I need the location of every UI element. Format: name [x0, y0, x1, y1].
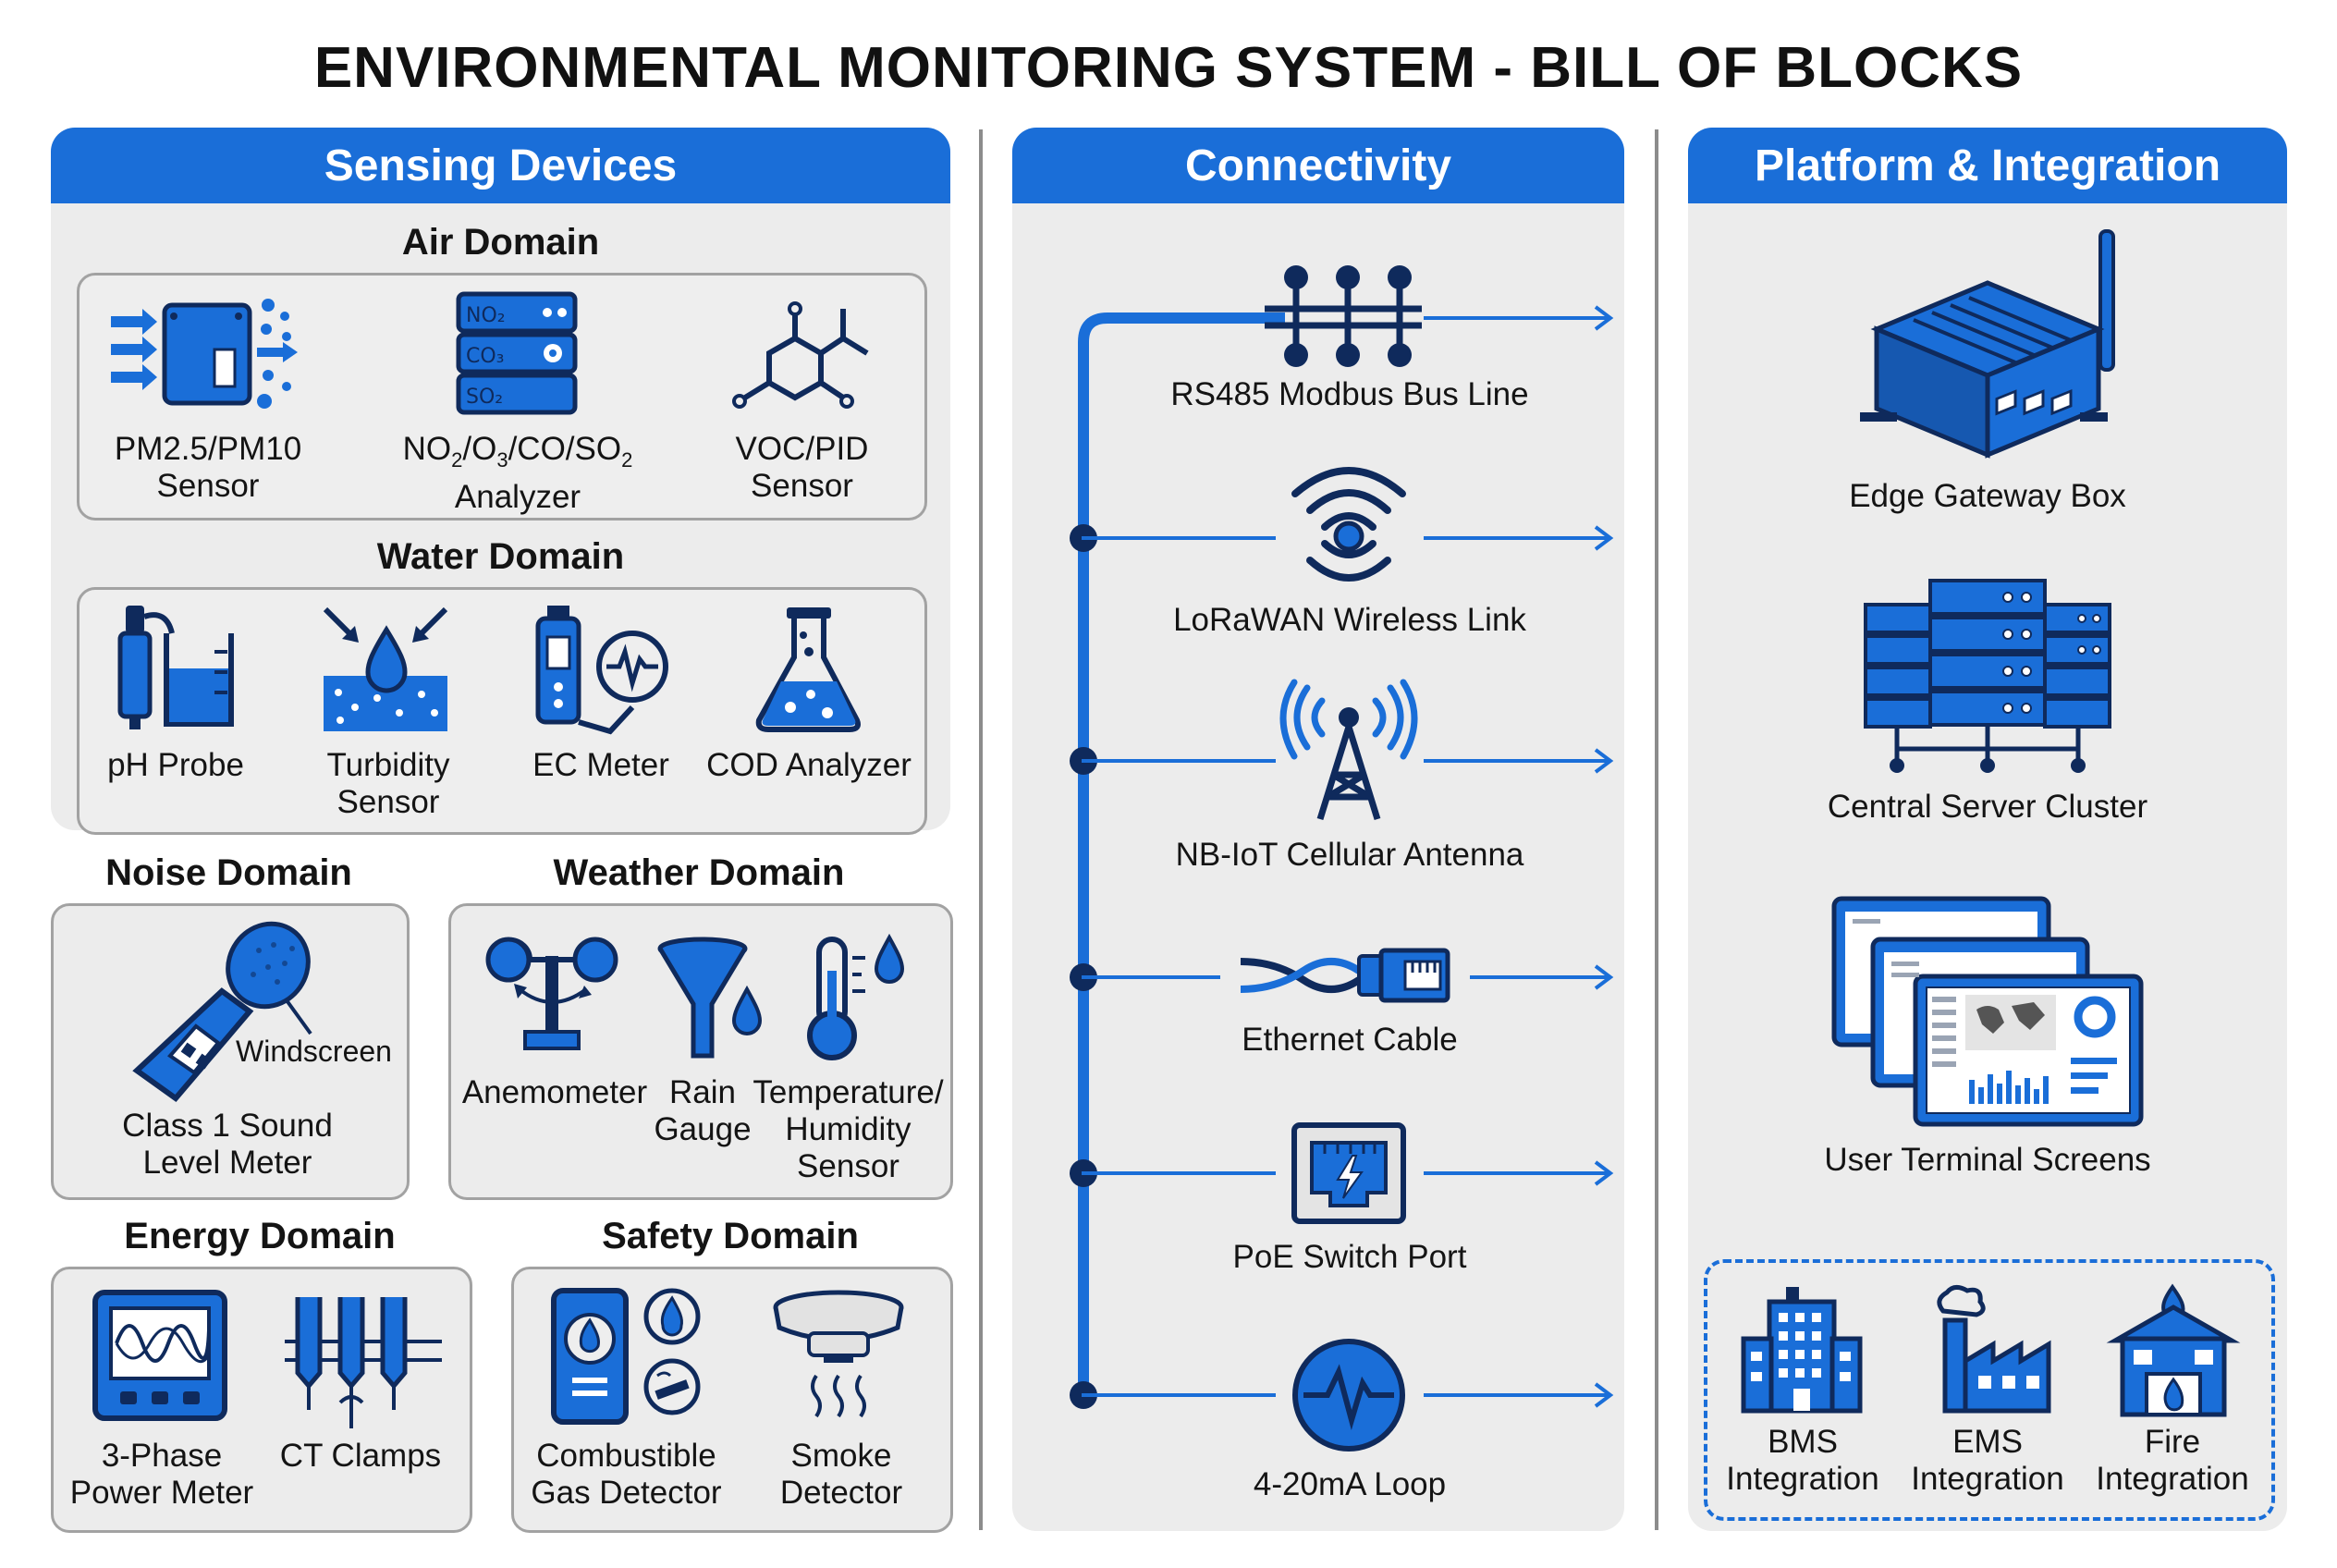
- dashboard-screens-icon: [1831, 896, 2144, 1127]
- bms-label: BMS Integration: [1726, 1424, 1879, 1497]
- ct-clamps-label: CT Clamps: [279, 1438, 442, 1474]
- ec-meter-icon: [535, 606, 668, 735]
- lorawan-label: LoRaWAN Wireless Link: [1173, 602, 1526, 638]
- rs485-label: RS485 Modbus Bus Line: [1170, 376, 1529, 412]
- integrations-box: [1704, 1259, 2275, 1521]
- ethernet-label: Ethernet Cable: [1242, 1022, 1458, 1058]
- air-domain-title: Air Domain: [401, 222, 600, 263]
- turbidity-label: Turbidity Sensor: [326, 747, 450, 820]
- sound-level-meter-label: Class 1 Sound Level Meter: [122, 1108, 333, 1181]
- cell-tower-icon: [1279, 679, 1418, 821]
- wireless-icon: [1291, 467, 1406, 582]
- signal-loop-icon: [1292, 1339, 1405, 1452]
- gas-analyzer-icon: NO₂ CO₃ SO₂: [456, 291, 578, 415]
- rain-gauge-label: Rain Gauge: [654, 1074, 752, 1147]
- svg-text:SO₂: SO₂: [466, 386, 503, 409]
- particle-sensor-icon: [111, 299, 298, 409]
- sound-level-meter-icon: [132, 921, 312, 1103]
- smoke-detector-icon: [773, 1290, 904, 1418]
- connectivity-panel: Connectivity: [1012, 128, 1624, 1531]
- column-divider: [1655, 129, 1658, 1530]
- energy-domain-title: Energy Domain: [124, 1216, 396, 1256]
- cod-analyzer-label: COD Analyzer: [706, 747, 912, 783]
- fire-integration-label: Fire Integration: [2096, 1424, 2249, 1497]
- anemometer-icon: [485, 937, 618, 1050]
- building-icon: [1741, 1287, 1863, 1414]
- temp-humidity-label: Temperature/ Humidity Sensor: [752, 1074, 944, 1184]
- power-meter-label: 3-Phase Power Meter: [69, 1438, 254, 1511]
- ems-label: EMS Integration: [1911, 1424, 2064, 1497]
- voc-sensor-label: VOC/PID Sensor: [735, 431, 869, 504]
- noise-domain-title: Noise Domain: [105, 852, 352, 893]
- turbidity-icon: [323, 606, 448, 731]
- anemometer-label: Anemometer: [461, 1074, 648, 1110]
- rain-gauge-icon: [657, 937, 763, 1059]
- weather-domain-title: Weather Domain: [553, 852, 845, 893]
- windscreen-label: Windscreen: [236, 1035, 392, 1068]
- connectivity-header: Connectivity: [1012, 128, 1624, 203]
- ph-probe-icon: [117, 606, 234, 729]
- smoke-detector-label: Smoke Detector: [779, 1438, 903, 1511]
- user-terminals-label: User Terminal Screens: [1824, 1142, 2151, 1178]
- molecule-icon: [732, 301, 869, 409]
- ec-meter-label: EC Meter: [532, 747, 669, 783]
- gateway-label: Edge Gateway Box: [1849, 478, 2126, 514]
- current-loop-label: 4-20mA Loop: [1253, 1466, 1447, 1502]
- poe-label: PoE Switch Port: [1232, 1239, 1467, 1275]
- platform-panel: Platform & Integration: [1688, 128, 2287, 1531]
- flask-icon: [755, 607, 861, 732]
- factory-icon: [1937, 1285, 2051, 1414]
- server-cluster-label: Central Server Cluster: [1827, 789, 2148, 825]
- sensing-devices-header: Sensing Devices: [51, 128, 950, 203]
- fire-station-icon: [2106, 1283, 2241, 1417]
- bus-line-icon: [1265, 265, 1422, 367]
- ct-clamps-icon: [285, 1297, 442, 1428]
- bus-trunk-line: [1078, 312, 1285, 1396]
- safety-domain-title: Safety Domain: [602, 1216, 859, 1256]
- thermometer-icon: [807, 933, 905, 1060]
- gas-detector-label: Combustible Gas Detector: [531, 1438, 722, 1511]
- gateway-icon: [1860, 229, 2115, 459]
- connection-arrows: [1082, 305, 1614, 1408]
- column-divider: [979, 129, 983, 1530]
- svg-text:NO₂: NO₂: [466, 304, 506, 327]
- server-cluster-icon: [1864, 579, 2111, 773]
- gas-detector-icon: [551, 1288, 701, 1425]
- power-meter-icon: [92, 1290, 227, 1421]
- gas-analyzer-label: NO2/O3/CO/SO2 Analyzer: [402, 431, 633, 515]
- poe-port-icon: [1291, 1122, 1406, 1224]
- pm-sensor-label: PM2.5/PM10 Sensor: [114, 431, 302, 504]
- platform-header: Platform & Integration: [1688, 128, 2287, 203]
- ethernet-cable-icon: [1240, 948, 1450, 1003]
- svg-text:CO₃: CO₃: [466, 345, 505, 368]
- nb-iot-label: NB-IoT Cellular Antenna: [1175, 837, 1524, 873]
- ph-probe-label: pH Probe: [107, 747, 244, 783]
- page-title: ENVIRONMENTAL MONITORING SYSTEM - BILL O…: [313, 36, 2024, 100]
- water-domain-title: Water Domain: [376, 536, 625, 577]
